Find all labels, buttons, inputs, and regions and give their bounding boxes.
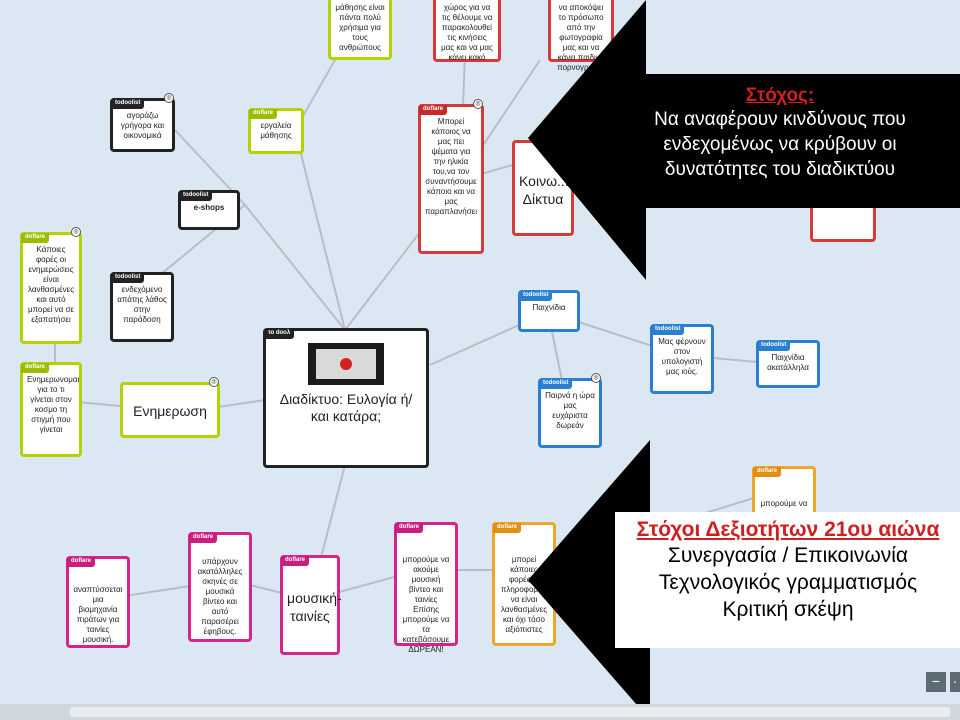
zoom-more-button[interactable]: · — [950, 672, 960, 692]
node-text: μουσική- ταινίες — [287, 590, 342, 624]
node-text: ενδεχόμενο απάτης λάθος στην παράδοση — [117, 285, 167, 324]
zoom-out-button[interactable]: − — [926, 672, 946, 692]
node-text: Ενημερωνομαι για το τι γίνεται στον κοσμ… — [27, 375, 80, 434]
node-tag: todoolist — [111, 273, 145, 283]
node-eshops[interactable]: todoolist e-shops — [178, 190, 240, 230]
skill-line: Κριτική σκέψη — [722, 598, 854, 621]
node-tag: doflare — [281, 556, 310, 566]
node-text: εργαλεία μάθησης — [260, 121, 292, 140]
node-tag: todoolist — [651, 325, 685, 335]
node-tracking[interactable]: χώρος για να τις θέλουμε να παρακολουθεί… — [433, 0, 501, 62]
play-icon[interactable] — [340, 358, 352, 370]
node-tag: doflare — [249, 109, 278, 119]
node-news[interactable]: ◎ Ενημερωση — [120, 377, 220, 438]
node-news-info[interactable]: doflare Ενημερωνομαι για το τι γίνεται σ… — [20, 362, 82, 457]
scrollbar-thumb[interactable] — [70, 707, 950, 717]
node-piracy[interactable]: doflare αναπτύσσεται μια βιομηχανία πιρά… — [66, 556, 130, 648]
node-tag: todoolist — [519, 291, 553, 301]
node-pastime[interactable]: todoolist ◎ Παιρνά η ώρα μας ευχάριστα δ… — [538, 373, 602, 448]
center-title: Διαδίκτυο: Ευλογία ή/και κατάρα; — [279, 391, 413, 424]
node-unsuitable-games[interactable]: todoolist Παιχνίδια ακατάλληλα — [756, 340, 820, 388]
pin-icon: ◎ — [71, 227, 81, 237]
node-text: Μας φέρνουν στον υπολογιστή μας ιούς. — [658, 337, 706, 376]
goal-line: Να αναφέρουν κινδύνους που — [654, 109, 906, 130]
node-text: αγοράζω γρήγορα και οικονομικά — [120, 111, 165, 140]
node-learning-tools[interactable]: doflare εργαλεία μάθησης — [248, 108, 304, 154]
node-learning-useful[interactable]: μάθησης είναι πάντα πολύ χρήσιμα για του… — [328, 0, 392, 60]
node-fraud[interactable]: todoolist ενδεχόμενο απάτης λάθος στην π… — [110, 272, 174, 342]
node-text: μπορούμε να — [760, 499, 808, 508]
node-text: Κάποιες φορές οι ενημερώσεις είναι λανθα… — [27, 245, 75, 324]
node-unsuitable-scenes[interactable]: doflare υπάρχουν ακατάλληλες σκηνές σε μ… — [188, 532, 252, 642]
goal-line: ενδεχομένως να κρύβουν οι — [663, 134, 897, 155]
node-text: Ενημερωση — [133, 403, 207, 419]
node-text: μάθησης είναι πάντα πολύ χρήσιμα για του… — [335, 3, 385, 52]
node-text: e-shops — [193, 203, 225, 212]
node-center[interactable]: το dοολ Διαδίκτυο: Ευλογία ή/και κατάρα; — [263, 328, 429, 468]
node-tag: todoolist — [179, 191, 213, 201]
node-tag: doflare — [753, 467, 782, 477]
node-tag: todoolist — [757, 341, 791, 351]
node-tag: todoolist — [539, 379, 573, 389]
video-thumbnail[interactable] — [308, 343, 384, 385]
node-text: μπορεί κάποιες φορές οι πληροφορίες να ε… — [500, 555, 548, 634]
pin-icon: ◎ — [473, 99, 483, 109]
node-tag: doflare — [419, 105, 448, 115]
node-text: μπορούμε να ακούμε μουσική βίντεο και τα… — [402, 555, 450, 654]
node-text: Παιρνά η ώρα μας ευχάριστα δωρεάν — [545, 391, 595, 430]
node-music-movies[interactable]: doflare μουσική- ταινίες — [280, 555, 342, 655]
node-false-age[interactable]: doflare ◎ Μπορεί κάποιος να μας πει ψέμα… — [418, 99, 484, 254]
node-viruses[interactable]: todoolist Μας φέρνουν στον υπολογιστή μα… — [650, 324, 714, 394]
node-tag: doflare — [493, 523, 522, 533]
node-tag: doflare — [395, 523, 424, 533]
node-text: Μπορεί κάποιος να μας πει ψέματα για την… — [425, 117, 477, 216]
node-tag: doflare — [67, 557, 96, 567]
node-tag: todoolist — [111, 99, 145, 109]
node-games[interactable]: todoolist Παιχνίδια — [518, 290, 580, 332]
node-text: Παιχνίδια ακατάλληλα — [767, 353, 809, 372]
pin-icon: ◎ — [209, 377, 219, 387]
goal-block: Στόχος: Να αναφέρουν κινδύνους που ενδεχ… — [600, 85, 960, 182]
node-wrong-publications[interactable]: doflare μπορεί κάποιες φορές οι πληροφορ… — [492, 522, 556, 646]
node-wrong-news[interactable]: doflare ◎ Κάποιες φορές οι ενημερώσεις ε… — [20, 227, 82, 344]
pin-icon: ◎ — [591, 373, 601, 383]
node-text: αναπτύσσεται μια βιομηχανία πιράτων για … — [73, 585, 123, 644]
node-tag: doflare — [21, 233, 50, 243]
node-tag: doflare — [21, 363, 50, 373]
node-text: χώρος για να τις θέλουμε να παρακολουθεί… — [441, 3, 493, 62]
goal-title: Στόχος: — [745, 85, 815, 106]
node-text: Κοινω... Δίκτυα — [519, 173, 569, 207]
goal-arrow — [528, 0, 960, 280]
pin-icon: ◎ — [164, 93, 174, 103]
skill-line: Τεχνολογικός γραμματισμός — [658, 571, 918, 594]
skills-title: Στόχοι Δεξιοτήτων 21ου αιώνα — [636, 518, 940, 541]
skills-box — [615, 512, 960, 648]
goal-line: δυνατότητες του διαδικτύου — [664, 159, 896, 180]
node-free-music[interactable]: doflare μπορούμε να ακούμε μουσική βίντε… — [394, 522, 458, 654]
node-text: Παιχνίδια — [532, 303, 566, 312]
skill-line: Συνεργασία / Επικοινωνία — [667, 544, 909, 567]
node-tag: το dοολ — [264, 329, 295, 339]
node-text: υπάρχουν ακατάλληλες σκηνές σε μουσικά β… — [197, 557, 243, 636]
node-text: να αποκόψει το πρόσωπο από την φωτογραφί… — [557, 3, 605, 72]
node-shop-fast[interactable]: todoolist ◎ αγοράζω γρήγορα και οικονομι… — [110, 93, 175, 152]
node-tag: doflare — [189, 533, 218, 543]
skills-block: Στόχοι Δεξιοτήτων 21ου αιώνα Συνεργασία … — [618, 518, 958, 623]
